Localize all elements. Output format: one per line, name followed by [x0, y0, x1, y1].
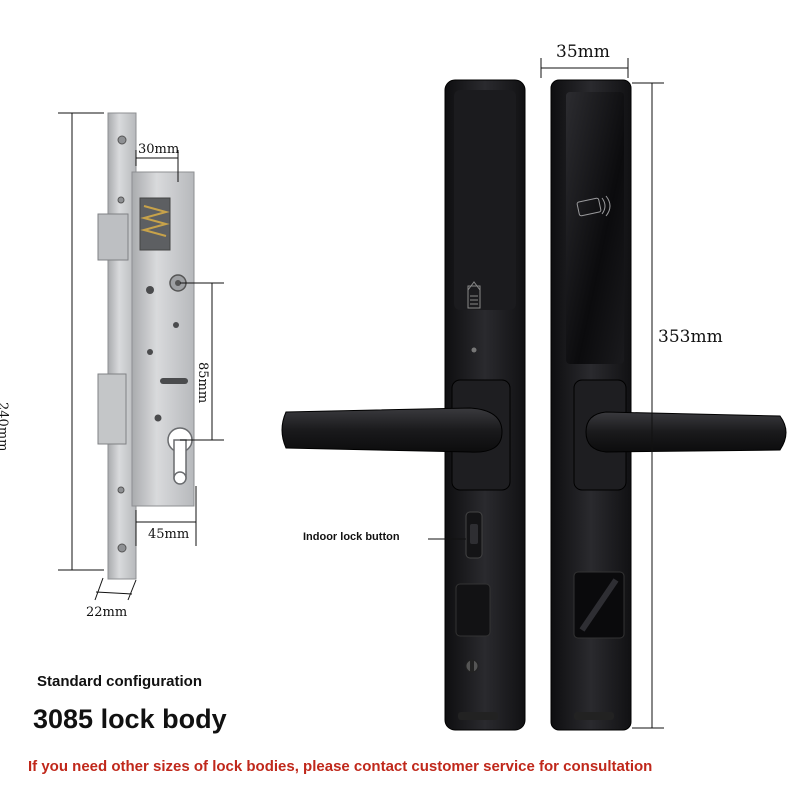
- backset-label: 45mm: [148, 527, 190, 542]
- indoor-lower-window: [455, 583, 491, 637]
- lock-faceplate: [107, 112, 137, 580]
- outdoor-touch-glass: [566, 92, 624, 364]
- handle-width-label: 35mm: [556, 42, 610, 62]
- card-reader-icon: [576, 195, 611, 217]
- outdoor-lever: [585, 411, 787, 453]
- latch-bolt: [97, 213, 129, 261]
- mortise-dimension-lines: [58, 112, 224, 601]
- indoor-lever: [281, 407, 503, 453]
- handle-height-label: 353mm: [658, 327, 723, 347]
- standard-configuration-caption: Standard configuration: [37, 673, 202, 690]
- lock-body-model-title: 3085 lock body: [33, 704, 227, 734]
- center-distance-label: 85mm: [195, 362, 210, 404]
- outdoor-handle-set: [550, 79, 787, 731]
- battery-cover: [454, 90, 516, 310]
- body-thickness-label: 22mm: [86, 605, 128, 620]
- indoor-lock-button-label: Indoor lock button: [303, 531, 400, 543]
- faceplate-width-label: 30mm: [138, 142, 180, 157]
- consultation-note: If you need other sizes of lock bodies, …: [28, 758, 653, 775]
- body-height-label: 240mm: [0, 402, 10, 452]
- mortise-lock-body: [97, 112, 195, 580]
- dead-bolt: [97, 373, 127, 445]
- handle-dimension-lines: [540, 58, 664, 729]
- indoor-handle-set: [281, 79, 526, 731]
